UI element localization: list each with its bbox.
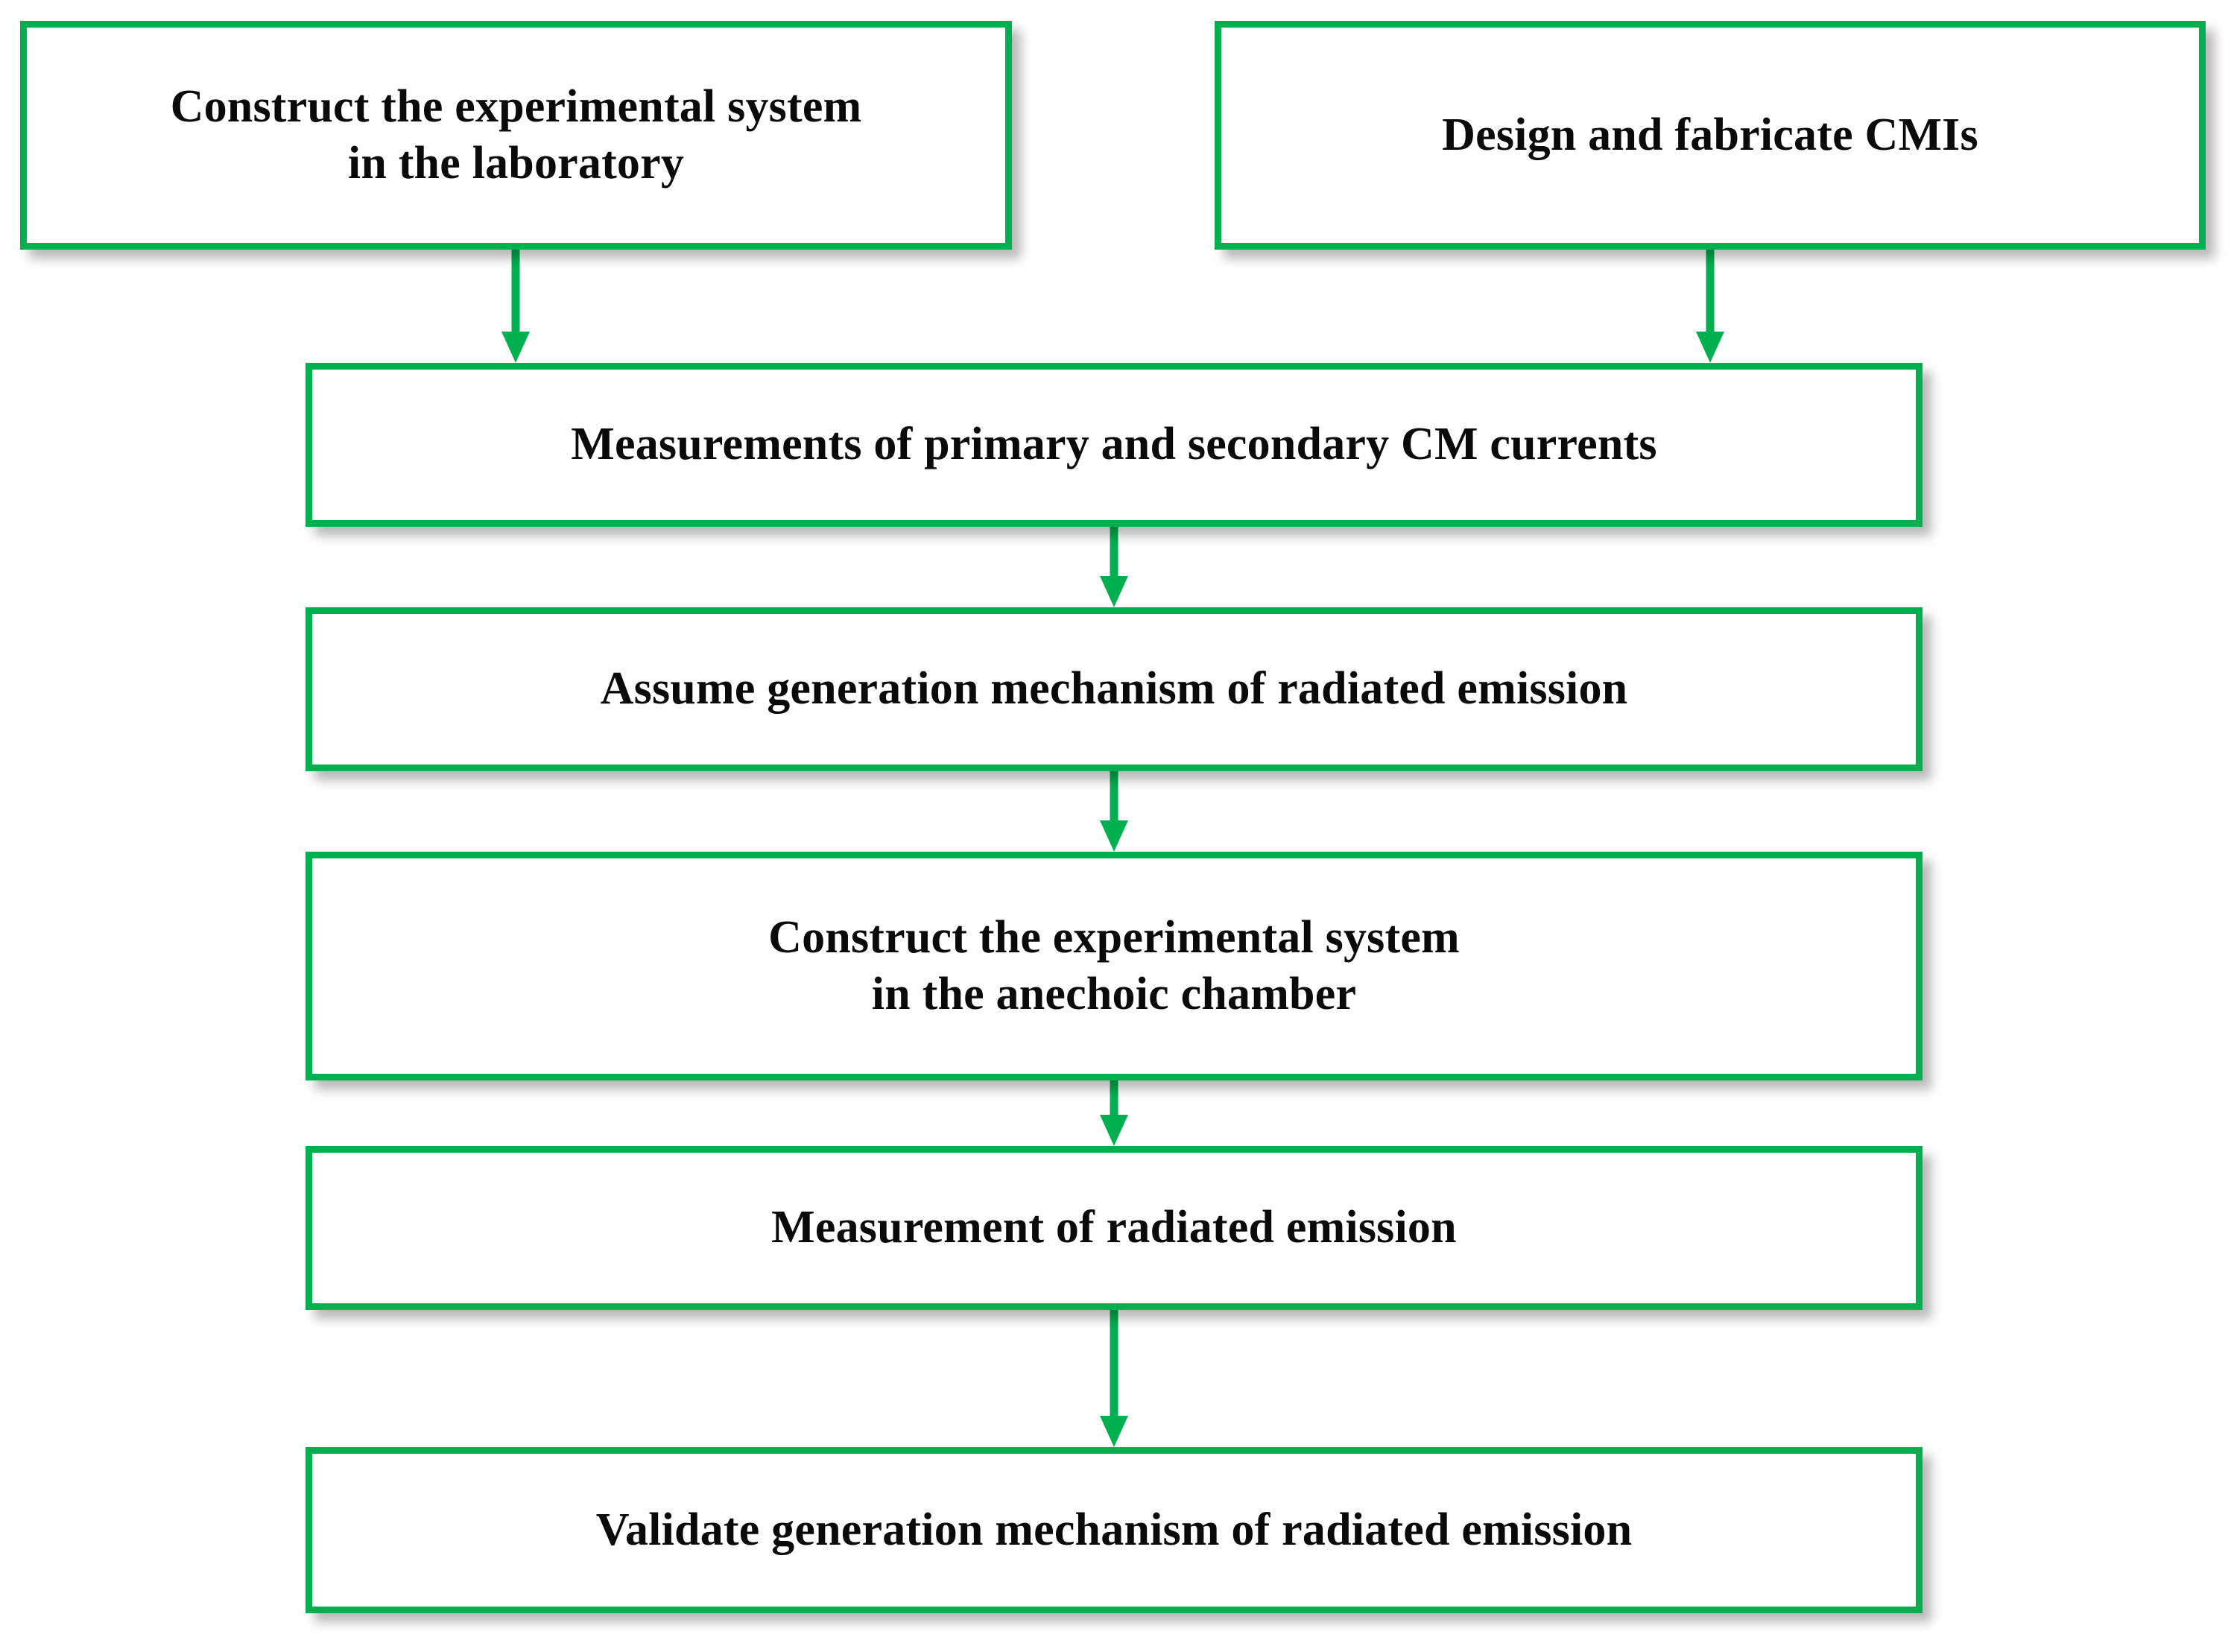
flow-node-measure-radiated[interactable]: Measurement of radiated emission	[306, 1146, 1923, 1310]
arrow-head	[1100, 820, 1128, 852]
flow-arrow	[1100, 1310, 1128, 1447]
arrow-head	[1100, 1416, 1128, 1447]
flow-arrow	[1100, 527, 1128, 607]
flow-node-label: Measurement of radiated emission	[771, 1202, 1457, 1253]
arrow-head	[501, 332, 530, 363]
arrow-shaft	[1110, 771, 1118, 825]
arrow-shaft	[1110, 527, 1118, 580]
flow-arrow	[1100, 771, 1128, 852]
flow-node-assume-mechanism[interactable]: Assume generation mechanism of radiated …	[306, 607, 1923, 771]
arrow-head	[1100, 1115, 1128, 1146]
arrow-head	[1696, 332, 1724, 363]
flow-node-label: Assume generation mechanism of radiated …	[600, 663, 1628, 715]
arrow-shaft	[1706, 250, 1715, 336]
flow-arrow	[501, 250, 530, 363]
flow-arrow	[1696, 250, 1724, 363]
arrow-shaft	[511, 250, 520, 336]
flow-node-label: Design and fabricate CMIs	[1442, 109, 1978, 160]
flow-node-construct-lab[interactable]: Construct the experimental system in the…	[20, 21, 1012, 250]
flow-node-validate-mechanism[interactable]: Validate generation mechanism of radiate…	[306, 1447, 1923, 1613]
flow-node-label: Validate generation mechanism of radiate…	[595, 1504, 1633, 1555]
arrow-shaft	[1110, 1080, 1118, 1119]
arrow-head	[1100, 576, 1128, 607]
flow-node-construct-anechoic[interactable]: Construct the experimental system in the…	[306, 852, 1923, 1080]
flow-node-measure-cm-currents[interactable]: Measurements of primary and secondary CM…	[306, 363, 1923, 527]
flow-node-label: Construct the experimental system in the…	[170, 80, 862, 189]
arrow-shaft	[1110, 1310, 1118, 1420]
flow-node-design-cmis[interactable]: Design and fabricate CMIs	[1215, 21, 2206, 250]
flow-arrow	[1100, 1080, 1128, 1146]
flow-node-label: Measurements of primary and secondary CM…	[571, 419, 1657, 470]
flow-node-label: Construct the experimental system in the…	[768, 911, 1460, 1019]
